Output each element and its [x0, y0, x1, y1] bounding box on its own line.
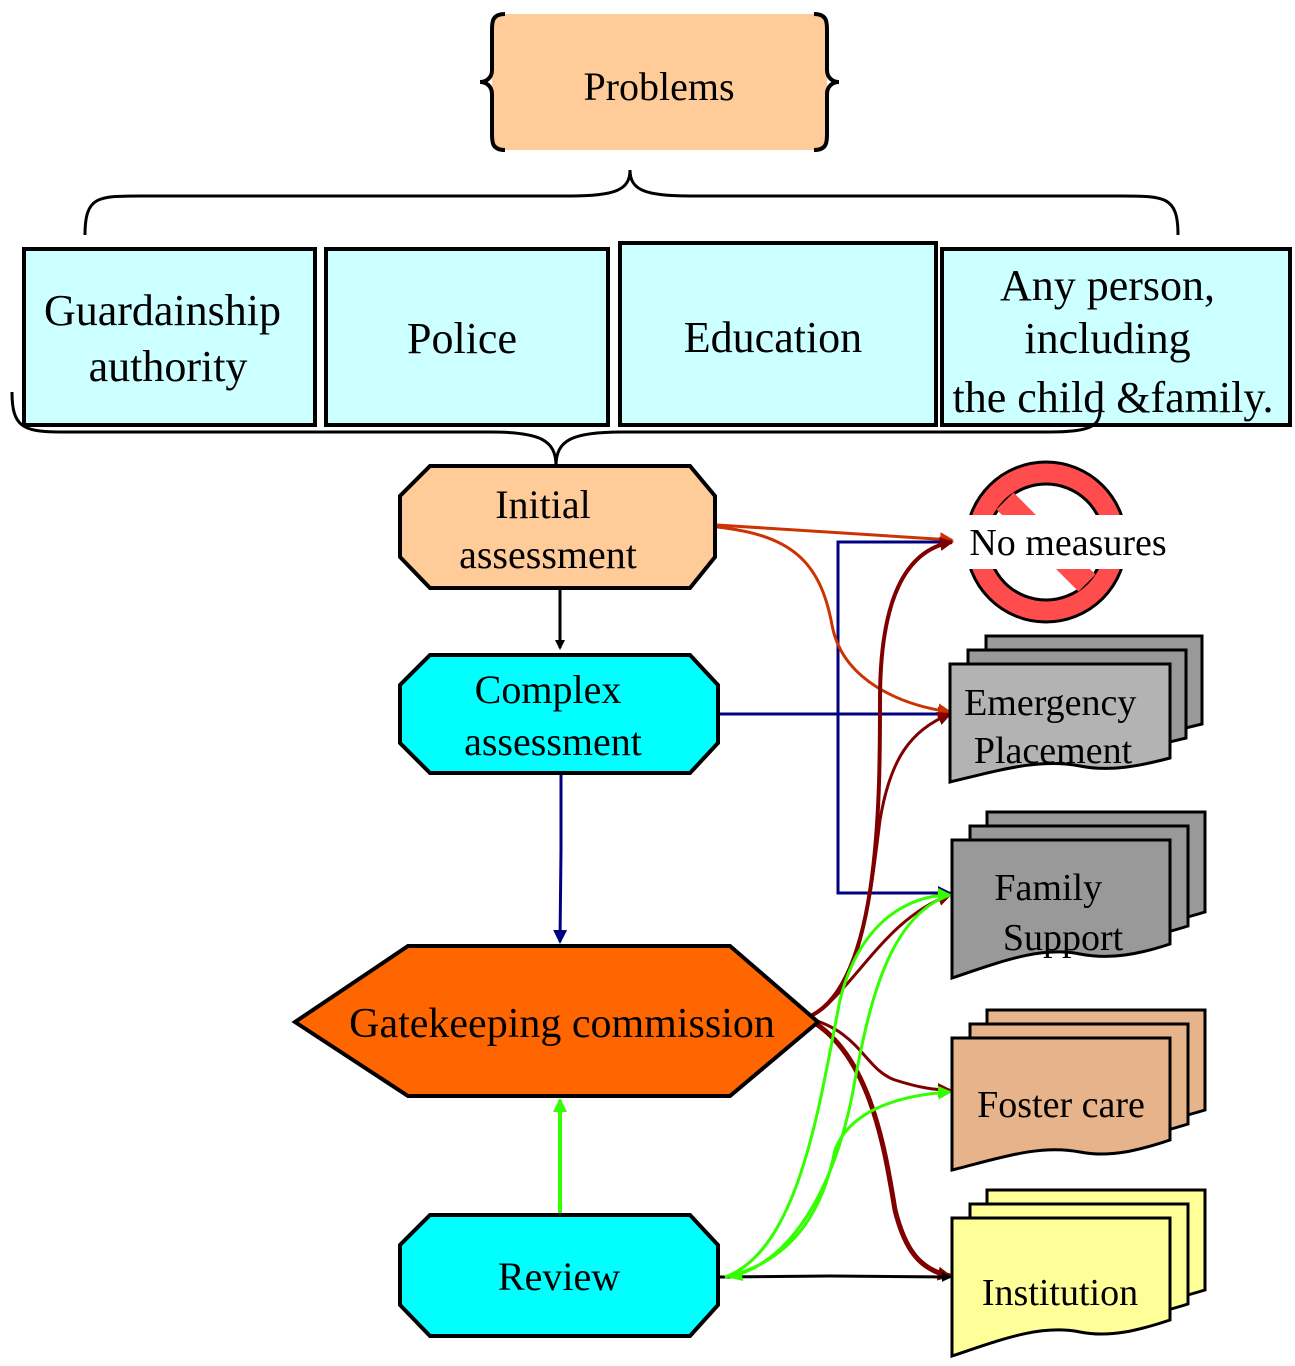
- arrow-gatekeeping-to-emergency: [805, 711, 952, 1020]
- outcome-no-measures: No measures: [958, 460, 1180, 624]
- source-any-person-line-3: the child &family.: [953, 373, 1274, 422]
- complex-line-2: assessment: [464, 719, 642, 764]
- arrow-initial-to-emergency: [716, 525, 952, 718]
- source-any-person: Any person, including the child &family.: [940, 247, 1292, 427]
- source-guardianship-line-1: Guardainship: [44, 286, 281, 335]
- review-label: Review: [498, 1254, 620, 1299]
- top-brace: [83, 169, 1180, 236]
- arrow-outcomes-to-review: [728, 893, 951, 1281]
- arrow-initial-to-no-measures: [716, 523, 954, 547]
- connectors: [553, 523, 954, 1282]
- initial-line-2: assessment: [459, 532, 637, 577]
- source-police-label: Police: [407, 314, 517, 363]
- node-review: Review: [398, 1213, 720, 1338]
- outcome-foster-care: Foster care: [950, 1008, 1207, 1172]
- gatekeeping-label: Gatekeeping commission: [349, 1001, 775, 1047]
- source-any-person-line-2: including: [1024, 314, 1190, 363]
- problems-label: Problems: [583, 64, 734, 109]
- arrow-complex-to-gatekeeping: [553, 773, 568, 944]
- svg-text:Emergency Placement: Emergency Placement: [964, 682, 1146, 772]
- foster-care-label: Foster care: [977, 1084, 1145, 1126]
- arrow-review-to-family-support: [724, 888, 952, 1279]
- family-support-line-2: Support: [1003, 917, 1124, 959]
- outcome-emergency-placement: Emergency Placement: [948, 634, 1204, 784]
- no-measures-label: No measures: [969, 522, 1166, 564]
- source-guardianship-line-2: authority: [89, 342, 248, 391]
- outcome-institution: Institution: [950, 1188, 1207, 1359]
- arrow-gatekeeping-to-foster: [805, 1016, 952, 1097]
- svg-text:Complex assessment: Complex assessment: [464, 667, 642, 764]
- complex-line-1: Complex: [475, 667, 622, 712]
- arrow-gatekeeping-to-family-support: [805, 892, 952, 1020]
- right-brace: [813, 12, 840, 152]
- source-education: Education: [618, 241, 938, 427]
- node-complex-assessment: Complex assessment: [398, 653, 720, 775]
- outcome-family-support: Family Support: [950, 810, 1207, 981]
- family-support-line-1: Family: [994, 867, 1102, 909]
- node-gatekeeping-commission: Gatekeeping commission: [291, 944, 822, 1098]
- left-brace: [479, 12, 506, 152]
- source-any-person-line-1: Any person,: [1000, 261, 1215, 310]
- svg-text:Initial assessment: Initial assessment: [459, 482, 637, 577]
- arrow-review-to-institution: [719, 1271, 952, 1282]
- source-education-label: Education: [684, 313, 862, 362]
- emergency-line-2: Placement: [974, 730, 1133, 772]
- arrow-gatekeeping-to-institution: [804, 1015, 952, 1281]
- arrow-review-to-foster: [724, 1085, 952, 1279]
- emergency-line-1: Emergency: [964, 682, 1136, 724]
- svg-text:Family Support: Family Support: [994, 867, 1123, 959]
- problems-box: Problems: [479, 12, 840, 152]
- institution-label: Institution: [982, 1272, 1138, 1314]
- navy-bus: [836, 540, 952, 900]
- initial-line-1: Initial: [495, 482, 591, 527]
- svg-text:Guardainship authority: Guardainship authority: [44, 286, 292, 391]
- source-guardianship: Guardainship authority: [22, 247, 317, 427]
- source-police: Police: [324, 247, 610, 427]
- node-initial-assessment: Initial assessment: [398, 464, 717, 590]
- svg-text:Any person, including: Any person, including the child &family.: [953, 261, 1274, 422]
